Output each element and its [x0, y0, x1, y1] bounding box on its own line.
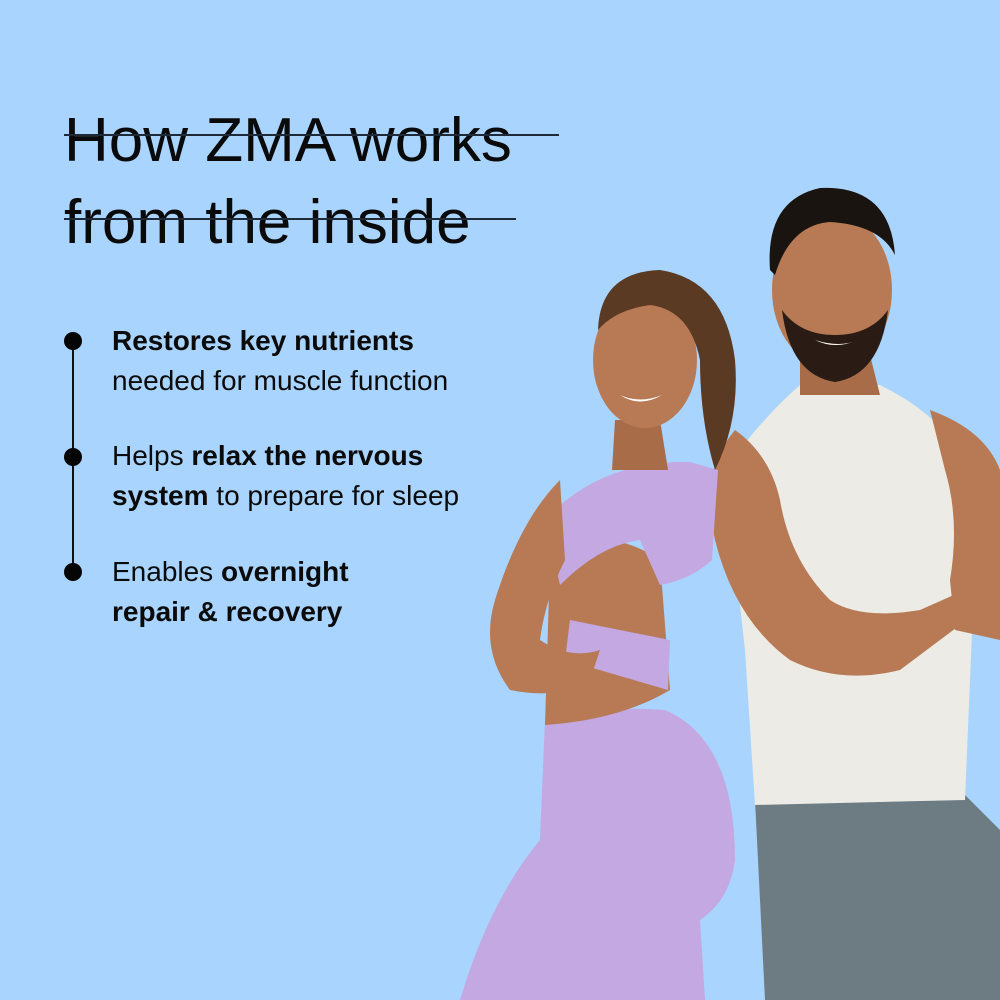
headline-line-2: from the inside [64, 187, 471, 257]
bullet-dot-icon [64, 448, 82, 466]
headline-line-1: How ZMA works [64, 105, 512, 175]
benefit-item-2: Helps relax the nervous system to prepar… [112, 440, 460, 511]
woman-figure [460, 270, 736, 1000]
benefit-item-3: Enables overnight repair & recovery [112, 556, 349, 627]
benefit-item-1: Restores key nutrients needed for muscle… [112, 325, 449, 396]
bullet-dot-icon [64, 332, 82, 350]
man-figure [710, 187, 1000, 1000]
headline-underline-2 [64, 218, 516, 220]
couple-photo [460, 187, 1000, 1000]
bullet-dot-icon [64, 563, 82, 581]
headline-underline-1 [64, 134, 559, 136]
